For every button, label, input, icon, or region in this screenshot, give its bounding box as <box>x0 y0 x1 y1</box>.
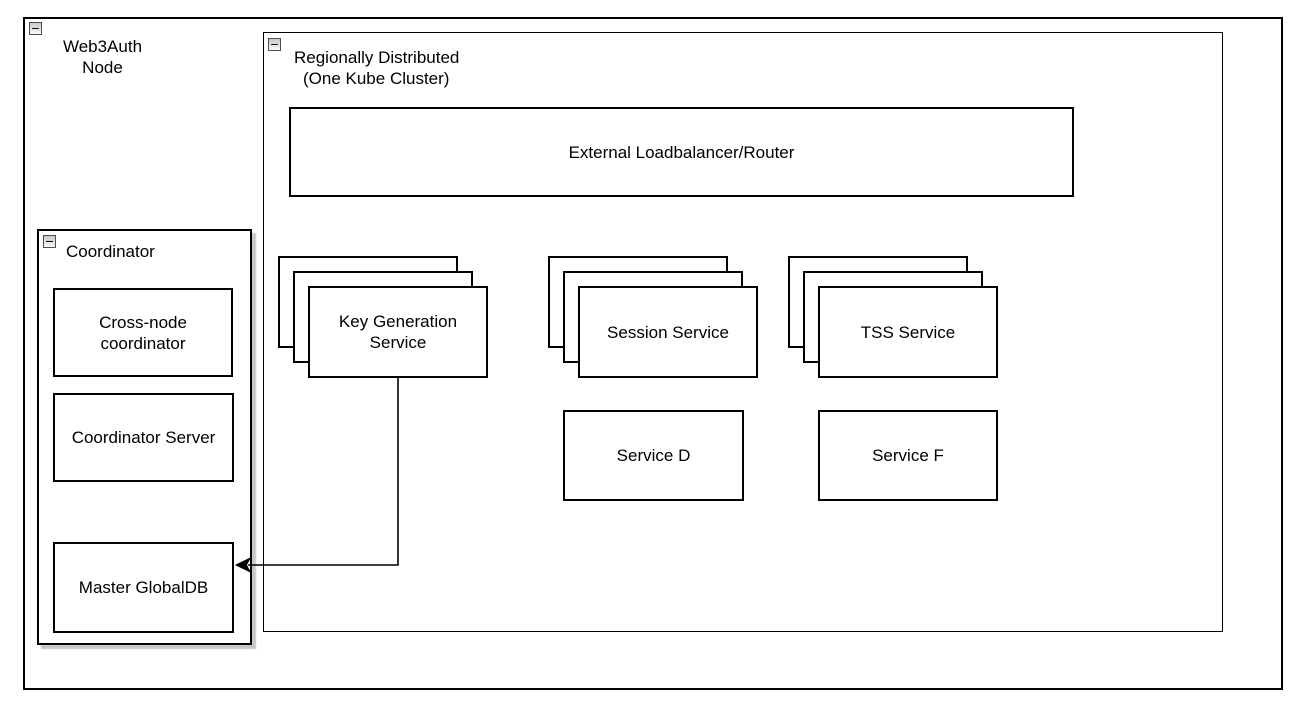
regionally-distributed-title-line1: Regionally Distributed <box>294 48 460 67</box>
session-service-label: Session Service <box>607 322 729 342</box>
coordinator-server-box[interactable]: Coordinator Server <box>53 393 234 482</box>
collapse-minus-icon[interactable]: − <box>268 37 281 51</box>
session-service-box[interactable]: Session Service <box>578 286 758 378</box>
key-generation-service-box[interactable]: Key Generation Service <box>308 286 488 378</box>
coordinator-server-label: Coordinator Server <box>71 428 216 447</box>
external-loadbalancer-label: External Loadbalancer/Router <box>568 142 795 162</box>
regionally-distributed-title: Regionally Distributed (One Kube Cluster… <box>294 47 459 89</box>
collapse-minus-icon[interactable]: − <box>43 234 56 248</box>
cross-node-coordinator-label-line1: Cross-node <box>99 312 187 332</box>
service-d-box[interactable]: Service D <box>563 410 744 501</box>
master-globaldb-box[interactable]: Master GlobalDB <box>53 542 234 633</box>
tss-service-label: TSS Service <box>860 322 956 342</box>
service-f-box[interactable]: Service F <box>818 410 998 501</box>
key-generation-label-line2: Service <box>369 333 427 352</box>
external-loadbalancer-box[interactable]: External Loadbalancer/Router <box>289 107 1074 197</box>
web3auth-node-title-line1: Web3Auth <box>62 37 143 56</box>
web3auth-node-title: Web3Auth Node <box>40 36 165 78</box>
regionally-distributed-title-line2: (One Kube Cluster) <box>303 69 450 88</box>
master-globaldb-label: Master GlobalDB <box>78 578 209 597</box>
key-generation-label-line1: Key Generation <box>338 312 458 331</box>
cross-node-coordinator-box[interactable]: Cross-node coordinator <box>53 288 233 377</box>
coordinator-title: Coordinator <box>66 242 155 261</box>
collapse-minus-icon[interactable]: − <box>29 21 42 35</box>
cross-node-coordinator-label-line2: coordinator <box>100 333 186 353</box>
service-d-label: Service D <box>616 446 691 465</box>
web3auth-node-title-line2: Node <box>82 58 123 77</box>
service-f-label: Service F <box>872 446 944 465</box>
tss-service-box[interactable]: TSS Service <box>818 286 998 378</box>
